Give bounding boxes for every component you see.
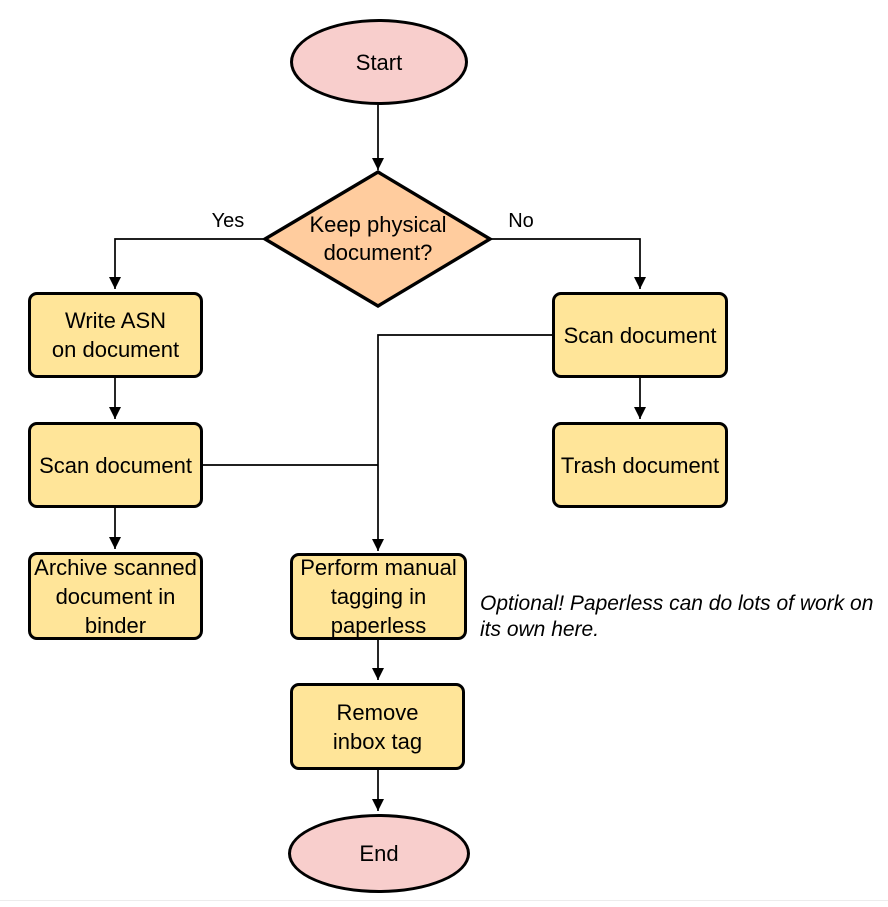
start-node: Start [290, 19, 468, 105]
decision-diamond-shape [261, 170, 494, 308]
process-trash-document: Trash document [552, 422, 728, 508]
end-node: End [288, 814, 470, 893]
end-node-label: End [359, 841, 399, 866]
decision-node-label: Keep physical document? [309, 212, 447, 265]
edge-no-branch [490, 238, 646, 289]
process-scan-document-left-label: Scan document [39, 452, 192, 478]
process-scan-document-left: Scan document [28, 422, 203, 508]
process-archive-binder: Archive scanned document in binder [28, 552, 203, 640]
process-archive-binder-label: Archive scanned document in binder [34, 554, 197, 638]
edge-scanright-perform [372, 334, 552, 551]
start-node-label: Start [355, 49, 403, 75]
yes-edge-label: Yes [211, 210, 245, 232]
process-write-asn-label: Write ASN on document [51, 308, 180, 362]
bottom-divider-line [0, 900, 888, 901]
no-edge-label: No [508, 210, 534, 232]
process-remove-inbox-tag-label: Remove inbox tag [332, 699, 423, 754]
process-remove-inbox-tag: Remove inbox tag [290, 683, 465, 770]
edge-yes-branch [109, 238, 263, 289]
process-perform-tagging: Perform manual tagging in paperless [290, 553, 467, 640]
process-trash-document-label: Trash document [560, 452, 720, 478]
process-scan-document-right-label: Scan document [563, 322, 717, 348]
process-perform-tagging-label: Perform manual tagging in paperless [300, 555, 457, 638]
process-write-asn: Write ASN on document [28, 292, 203, 378]
process-scan-document-right: Scan document [552, 292, 728, 378]
optional-note: Optional! Paperless can do lots of work … [480, 592, 874, 641]
